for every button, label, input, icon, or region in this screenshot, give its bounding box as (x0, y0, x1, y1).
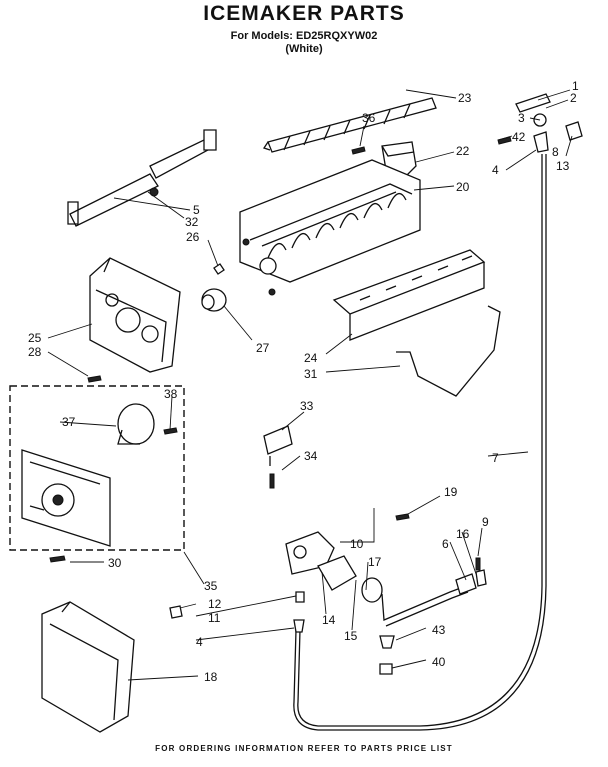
callout-9: 9 (482, 515, 489, 529)
page-title: ICEMAKER PARTS (203, 2, 405, 25)
callout-20: 20 (456, 180, 470, 194)
callout-17: 17 (368, 555, 382, 569)
stripper (332, 249, 486, 341)
heater-harness (67, 129, 217, 227)
callout-12: 12 (208, 597, 222, 611)
callout-37: 37 (62, 415, 76, 429)
callout-31: 31 (304, 367, 318, 381)
color-line: (White) (285, 43, 323, 55)
callout-40: 40 (432, 655, 446, 669)
callout-5: 5 (193, 203, 200, 217)
callout-26: 26 (186, 230, 200, 244)
callout-10: 10 (350, 537, 364, 551)
callout-36: 36 (362, 111, 376, 125)
callout-1: 1 (572, 79, 579, 93)
motor-housing (89, 257, 181, 373)
valve-screw (395, 513, 410, 521)
callout-38: 38 (164, 387, 178, 401)
callout-3: 3 (518, 111, 525, 125)
callout-2: 2 (570, 91, 577, 105)
callout-4-top: 4 (492, 163, 499, 177)
footer-note: FOR ORDERING INFORMATION REFER TO PARTS … (155, 744, 453, 753)
callout-18: 18 (204, 670, 218, 684)
callout-34: 34 (304, 449, 318, 463)
callout-14: 14 (322, 613, 336, 627)
models-line: For Models: ED25RQXYW02 (230, 30, 378, 42)
callout-15: 15 (344, 629, 358, 643)
callout-28: 28 (28, 345, 42, 359)
callout-35: 35 (204, 579, 218, 593)
ejector-blade (262, 97, 437, 153)
callout-33: 33 (300, 399, 314, 413)
callout-labels: 23 36 22 20 1 2 3 42 4 8 13 5 32 26 27 2… (28, 79, 579, 684)
subassembly-box (9, 385, 185, 551)
callout-4-bottom: 4 (196, 635, 203, 649)
shutoff-arm (396, 305, 501, 397)
water-line-outer (293, 154, 547, 731)
callout-13: 13 (556, 159, 570, 173)
tube-screw (475, 557, 481, 571)
callout-42: 42 (512, 130, 526, 144)
callout-25: 25 (28, 331, 42, 345)
callout-6: 6 (442, 537, 449, 551)
screw (87, 375, 102, 383)
coupler (201, 288, 227, 312)
callout-11: 11 (208, 611, 221, 625)
mounting-screw (49, 555, 66, 563)
callout-43: 43 (432, 623, 446, 637)
callout-16: 16 (456, 527, 470, 541)
callout-27: 27 (256, 341, 270, 355)
leader-lines (47, 89, 573, 681)
ice-mold (239, 159, 421, 296)
callout-19: 19 (444, 485, 458, 499)
callout-22: 22 (456, 144, 470, 158)
motor-module (21, 449, 111, 547)
callout-30: 30 (108, 556, 122, 570)
small-fittings (169, 591, 395, 675)
callout-24: 24 (304, 351, 318, 365)
water-line (297, 154, 543, 727)
callout-8: 8 (552, 145, 559, 159)
motor (117, 403, 155, 445)
water-valve (285, 531, 487, 627)
carton (41, 601, 135, 733)
clip (213, 263, 225, 275)
bracket-screw (269, 473, 275, 489)
callout-32: 32 (185, 215, 199, 229)
motor-screw (163, 427, 178, 435)
callout-7: 7 (492, 451, 499, 465)
cover-bracket (263, 425, 293, 466)
callout-23: 23 (458, 91, 472, 105)
